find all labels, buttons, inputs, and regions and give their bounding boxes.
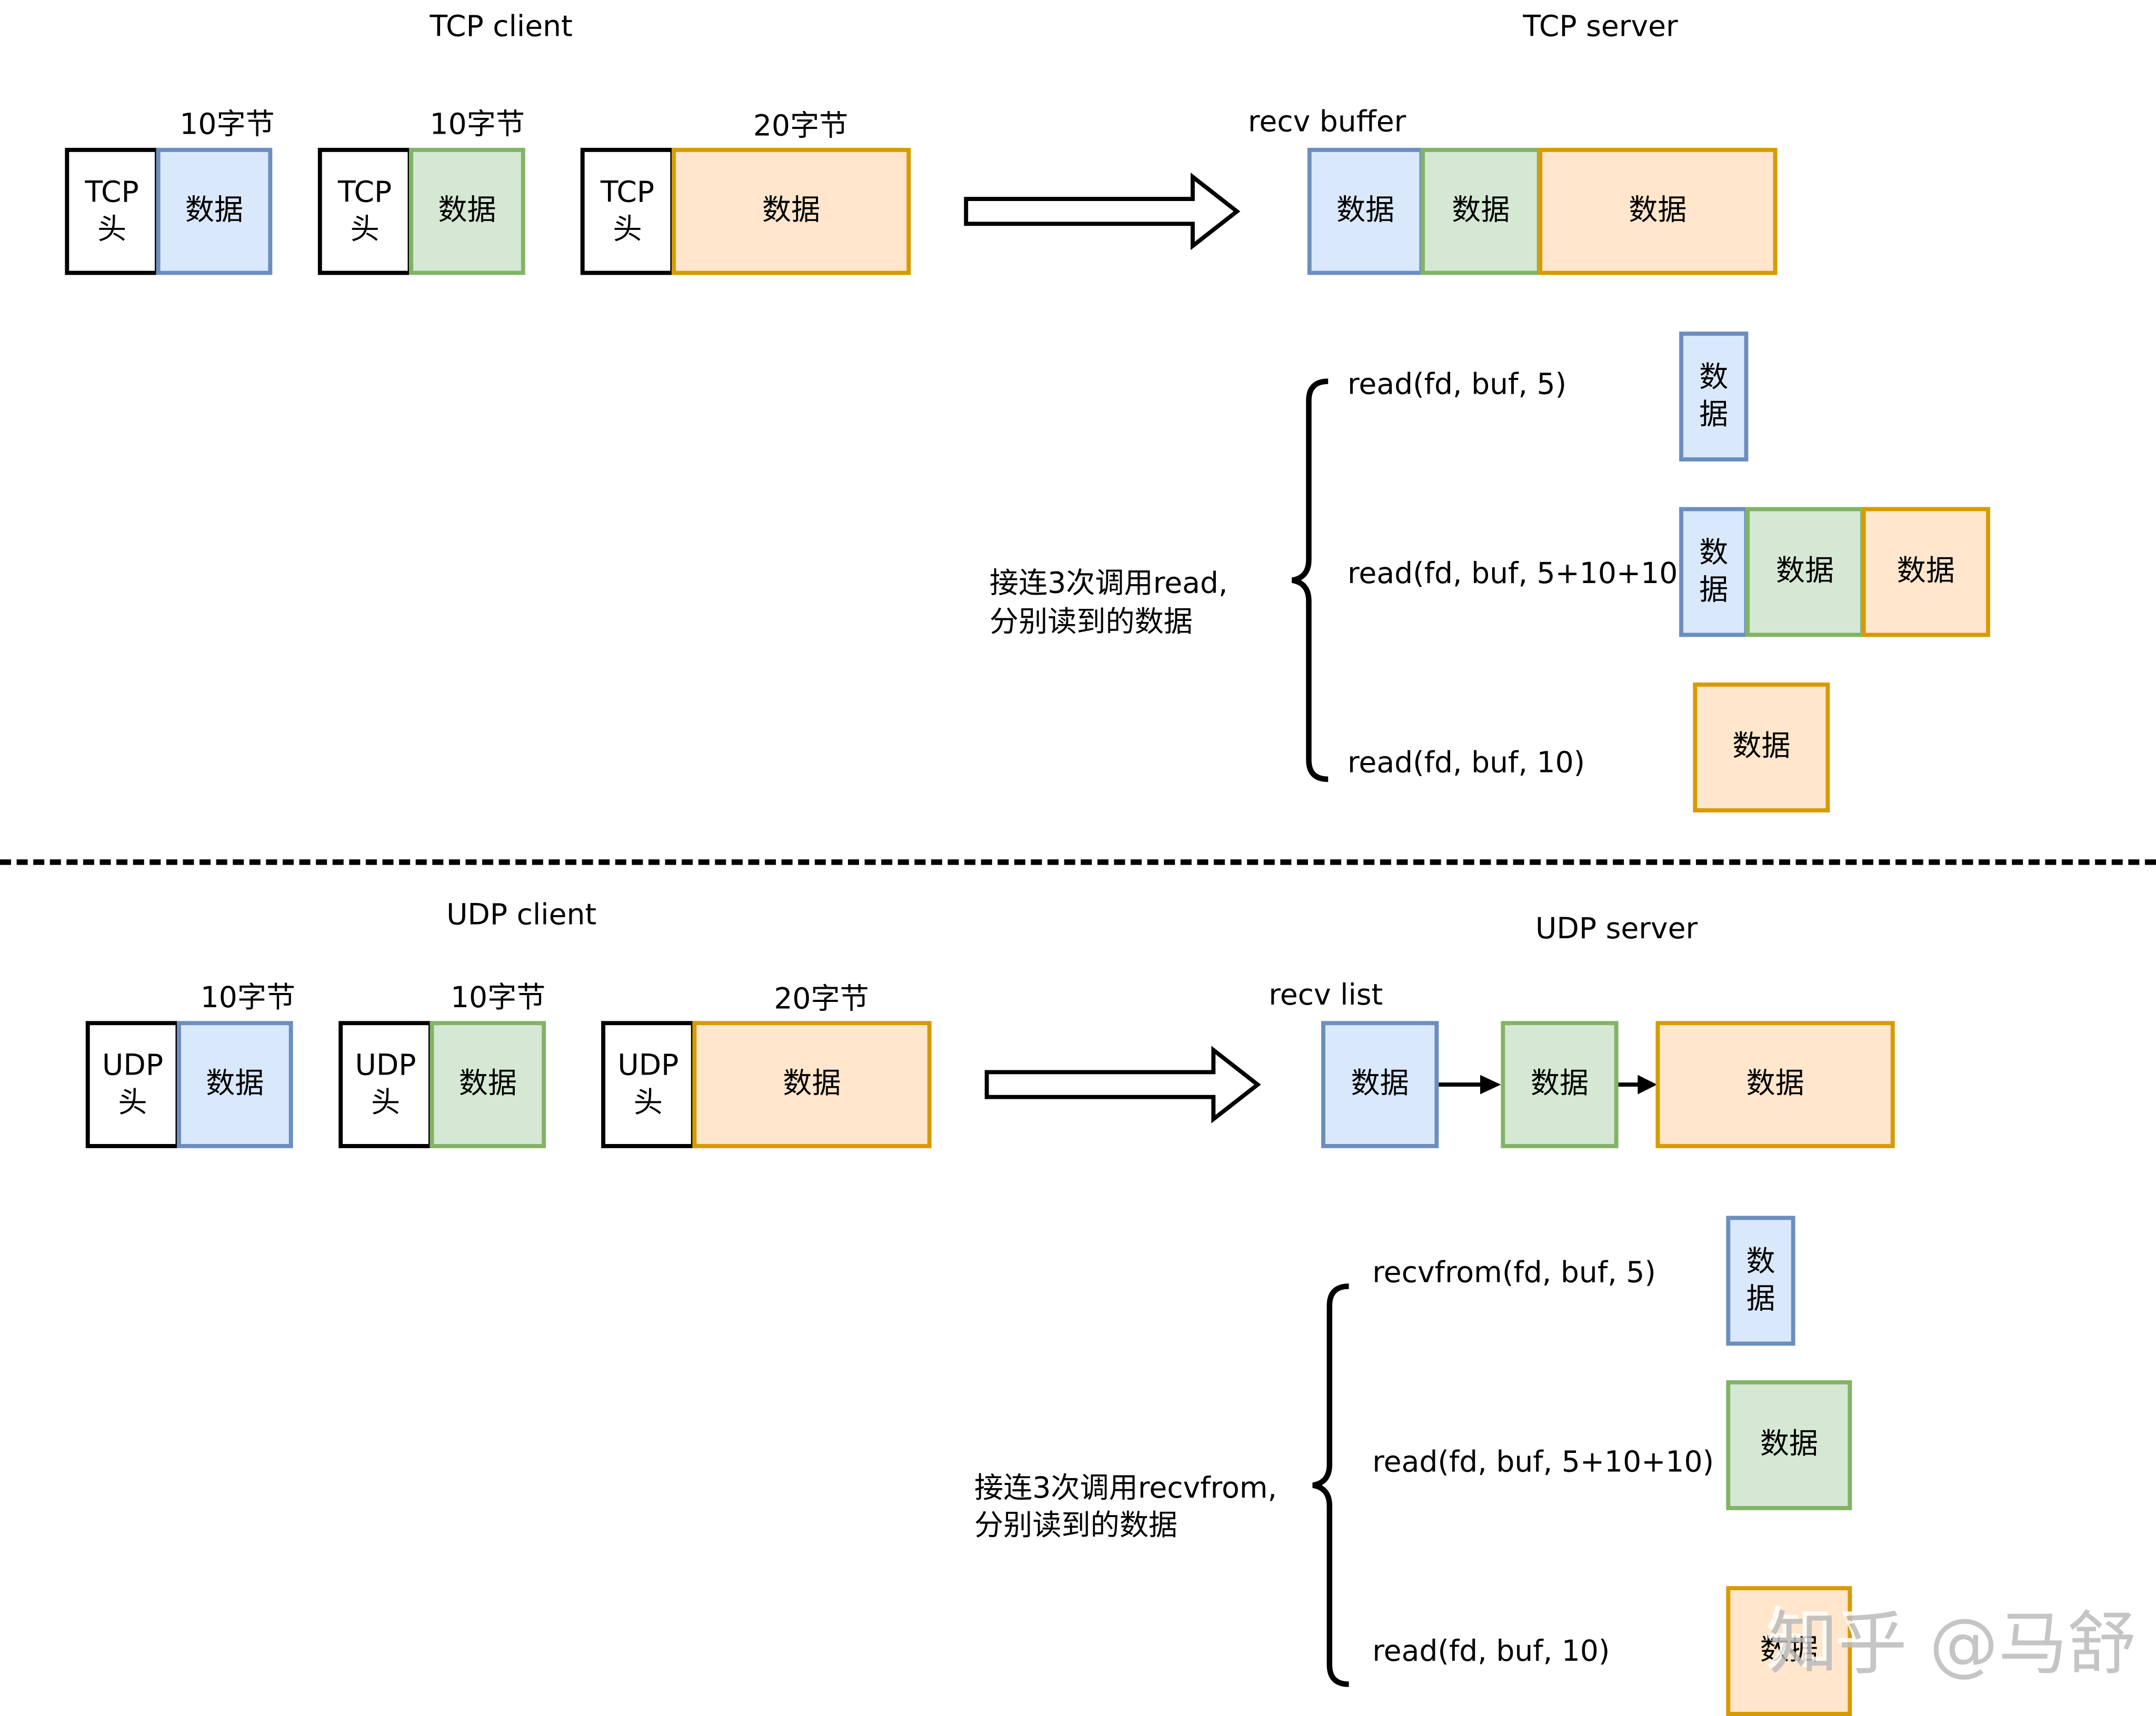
tcp-packet-3-size: 20字节 bbox=[753, 109, 849, 143]
tcp-client-title: TCP client bbox=[430, 9, 573, 43]
tcp-packet-1-header: TCP 头 bbox=[65, 147, 159, 275]
tcp-read-2-result-2: 数据 bbox=[1745, 507, 1864, 637]
tcp-recv-buffer-label: recv buffer bbox=[1247, 105, 1406, 138]
udp-packet-3-data: 数据 bbox=[692, 1021, 932, 1148]
udp-list-link-arrow-1-icon bbox=[1439, 1075, 1501, 1095]
tcp-note-line-2: 分别读到的数据 bbox=[989, 605, 1193, 639]
tcp-note-line-1: 接连3次调用read, bbox=[989, 566, 1228, 600]
udp-packet-3-size: 20字节 bbox=[774, 982, 869, 1016]
tcp-packet-2-header: TCP 头 bbox=[317, 147, 412, 275]
udp-packet-1-data: 数据 bbox=[177, 1021, 293, 1148]
section-divider bbox=[0, 859, 2156, 865]
udp-recv-list-label: recv list bbox=[1269, 978, 1383, 1011]
udp-list-node-3: 数据 bbox=[1655, 1021, 1895, 1148]
tcp-packet-1-size: 10字节 bbox=[179, 107, 275, 141]
tcp-buffer-segment-2: 数据 bbox=[1421, 147, 1541, 275]
tcp-packet-3-data: 数据 bbox=[672, 147, 911, 275]
udp-packet-1-header: UDP 头 bbox=[85, 1021, 180, 1148]
udp-list-link-arrow-2-icon bbox=[1618, 1075, 1658, 1095]
udp-packet-2-header: UDP 头 bbox=[338, 1021, 433, 1148]
udp-packet-3-header: UDP 头 bbox=[601, 1021, 695, 1148]
tcp-packet-2-data: 数据 bbox=[409, 147, 525, 275]
udp-brace-icon bbox=[1312, 1283, 1349, 1687]
udp-packet-2-data: 数据 bbox=[430, 1021, 546, 1148]
udp-packet-1-size: 10字节 bbox=[200, 981, 296, 1015]
tcp-read-2-result-3: 数据 bbox=[1861, 507, 1990, 637]
tcp-buffer-segment-3: 数据 bbox=[1538, 147, 1778, 275]
udp-read-call-1: recvfrom(fd, buf, 5) bbox=[1372, 1256, 1656, 1289]
tcp-transfer-arrow-icon bbox=[964, 173, 1241, 250]
tcp-read-call-2: read(fd, buf, 5+10+10) bbox=[1347, 557, 1689, 590]
udp-read-call-2: read(fd, buf, 5+10+10) bbox=[1372, 1445, 1714, 1479]
tcp-packet-2-size: 10字节 bbox=[430, 107, 525, 141]
tcp-read-1-result: 数据 bbox=[1679, 332, 1749, 461]
tcp-read-3-result: 数据 bbox=[1693, 683, 1830, 812]
watermark: 知乎 @马舒 bbox=[1769, 1604, 2137, 1684]
tcp-buffer-segment-1: 数据 bbox=[1307, 147, 1424, 275]
tcp-read-call-3: read(fd, buf, 10) bbox=[1347, 746, 1585, 779]
tcp-packet-3-header: TCP 头 bbox=[580, 147, 675, 275]
udp-read-3-result: 数据 bbox=[1726, 1586, 1852, 1716]
udp-note-line-2: 分别读到的数据 bbox=[974, 1509, 1178, 1542]
tcp-read-call-1: read(fd, buf, 5) bbox=[1347, 367, 1567, 401]
udp-read-2-result: 数据 bbox=[1726, 1380, 1852, 1510]
udp-read-call-3: read(fd, buf, 10) bbox=[1372, 1634, 1610, 1668]
tcp-brace-icon bbox=[1291, 378, 1329, 782]
udp-packet-2-size: 10字节 bbox=[450, 981, 546, 1015]
udp-server-title: UDP server bbox=[1535, 911, 1698, 945]
udp-note-line-1: 接连3次调用recvfrom, bbox=[974, 1471, 1277, 1505]
udp-list-node-2: 数据 bbox=[1501, 1021, 1619, 1148]
udp-read-1-result: 数据 bbox=[1726, 1216, 1795, 1346]
tcp-packet-1-data: 数据 bbox=[156, 147, 273, 275]
udp-list-node-1: 数据 bbox=[1321, 1021, 1439, 1148]
udp-client-title: UDP client bbox=[446, 898, 597, 931]
tcp-server-title: TCP server bbox=[1523, 9, 1678, 43]
tcp-read-2-result-1: 数据 bbox=[1679, 507, 1749, 637]
udp-transfer-arrow-icon bbox=[984, 1046, 1261, 1123]
